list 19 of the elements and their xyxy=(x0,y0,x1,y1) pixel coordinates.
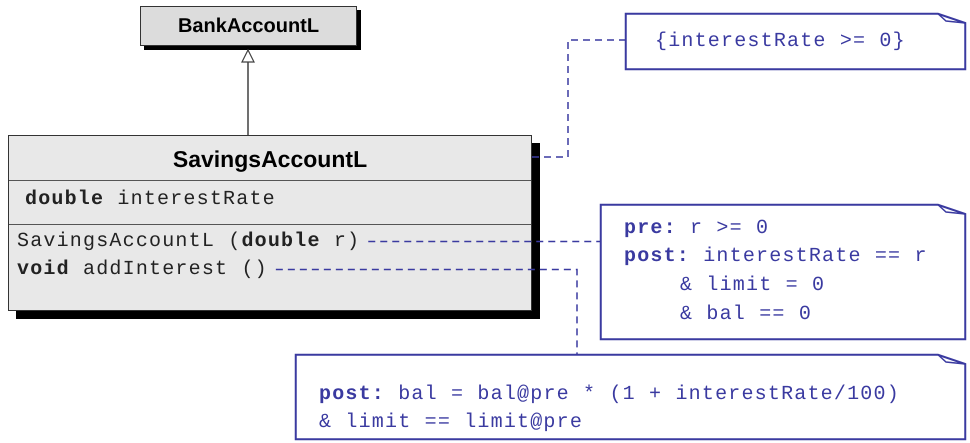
constraint-text: & bal == 0 xyxy=(680,303,812,326)
note-box xyxy=(625,13,966,70)
constraint-text: post: interestRate == r xyxy=(624,245,928,268)
note-box xyxy=(295,354,966,440)
note-connector xyxy=(368,240,600,242)
note-connector xyxy=(276,268,578,354)
constraint-text: & limit == limit@pre xyxy=(319,411,584,434)
generalization-arrow xyxy=(241,49,255,135)
class-name: SavingsAccountL xyxy=(172,145,368,174)
method-signature: void addInterest () xyxy=(17,258,268,281)
note-connector xyxy=(532,39,625,158)
constraint-text: & limit = 0 xyxy=(680,274,826,297)
note-box xyxy=(600,204,966,340)
constraint-text: pre: r >= 0 xyxy=(624,217,770,240)
constraint-text: post: bal = bal@pre * (1 + interestRate/100) xyxy=(319,383,900,406)
attribute-text: double interestRate xyxy=(25,188,276,211)
class-name: BankAccountL xyxy=(176,14,320,39)
constraint-text: {interestRate >= 0} xyxy=(655,30,906,53)
method-signature: SavingsAccountL (double r) xyxy=(17,230,360,253)
